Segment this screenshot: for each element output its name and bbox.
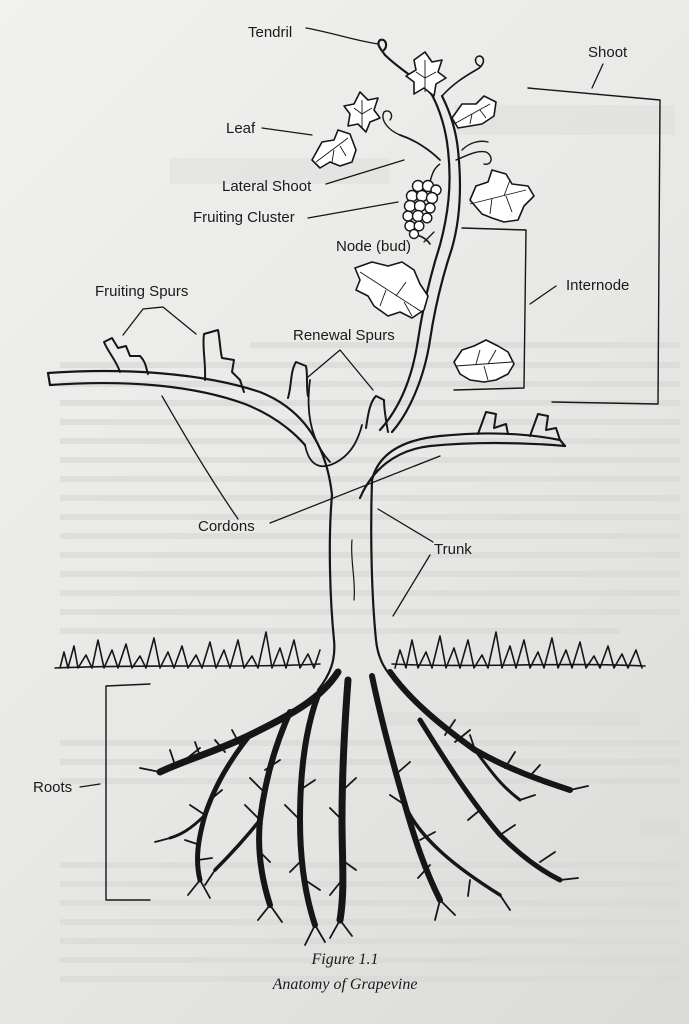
internode-leader <box>529 285 557 305</box>
label-internode: Internode <box>566 277 629 294</box>
trunk-drawing <box>316 478 400 692</box>
roots-bracket <box>105 683 151 901</box>
label-cordons: Cordons <box>198 518 255 535</box>
cordons-drawing <box>46 369 567 500</box>
label-roots: Roots <box>33 779 72 796</box>
label-fruiting-spurs: Fruiting Spurs <box>95 283 188 300</box>
internode-bracket <box>453 227 527 391</box>
leaves-drawing <box>311 51 535 383</box>
bleed-through-background <box>60 105 680 982</box>
brackets <box>105 87 661 901</box>
label-shoot: Shoot <box>588 44 628 61</box>
shoot-leader <box>591 63 604 89</box>
roots-drawing <box>139 668 589 946</box>
node-leader <box>423 231 435 243</box>
tendril-leader <box>305 27 379 45</box>
roots-leader <box>79 783 101 788</box>
fruiting-spurs-leader <box>122 306 197 336</box>
cordons-leader <box>161 395 441 524</box>
label-tendril: Tendril <box>248 24 292 41</box>
trunk-leader <box>377 508 434 617</box>
shoot-bracket <box>527 87 661 405</box>
grass-ground-line <box>54 631 646 669</box>
fruiting-cluster-leader <box>307 201 399 219</box>
leaf-leader <box>261 127 313 136</box>
fruiting-cluster-drawing <box>402 163 442 240</box>
label-leaf: Leaf <box>226 120 256 137</box>
leader-lines <box>79 27 604 788</box>
lateral-shoot-leader <box>325 159 405 185</box>
figure-caption: Figure 1.1 Anatomy of Grapevine <box>272 951 418 993</box>
label-renewal-spurs: Renewal Spurs <box>293 327 395 344</box>
label-fruiting-cluster: Fruiting Cluster <box>193 209 295 226</box>
figure-title: Anatomy of Grapevine <box>272 976 418 993</box>
label-trunk: Trunk <box>434 541 472 558</box>
label-lateral-shoot: Lateral Shoot <box>222 178 312 195</box>
renewal-spurs-leader <box>307 349 374 391</box>
figure-number: Figure 1.1 <box>311 951 379 968</box>
diagram-labels: Tendril Shoot Leaf Lateral Shoot Fruitin… <box>33 24 629 796</box>
label-node-bud: Node (bud) <box>336 238 411 255</box>
